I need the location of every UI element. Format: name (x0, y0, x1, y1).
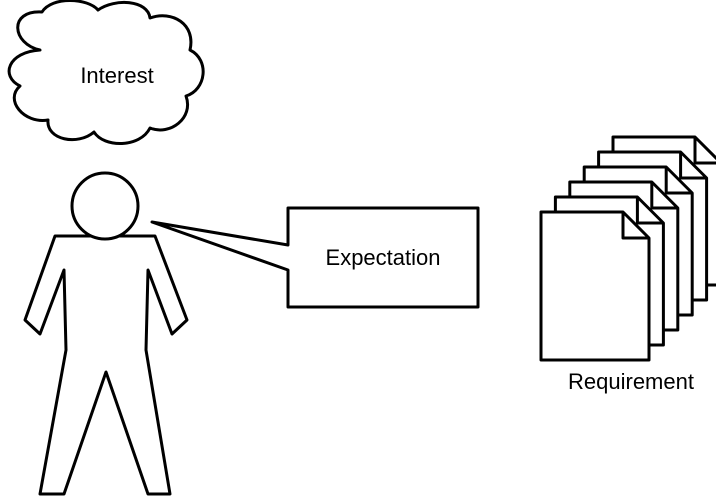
document-folded-corner (650, 182, 678, 210)
person-head (70, 171, 140, 241)
person-body (23, 234, 189, 496)
callout-shape (150, 206, 480, 309)
document-folded-corner (693, 137, 716, 165)
document-page (539, 210, 651, 362)
cloud-label: Interest (80, 63, 153, 88)
cloud-shape (7, 0, 205, 145)
document-folded-corner (679, 152, 707, 180)
thought-cloud: Interest (7, 0, 205, 145)
speech-callout: Expectation (150, 206, 480, 309)
documents-label: Requirement (568, 369, 694, 394)
requirement-document-stack (539, 135, 716, 362)
document-folded-corner (621, 212, 649, 240)
callout-label: Expectation (326, 245, 441, 270)
document-folded-corner (635, 197, 664, 225)
document-folded-corner (664, 167, 693, 195)
person-figure (23, 171, 189, 496)
